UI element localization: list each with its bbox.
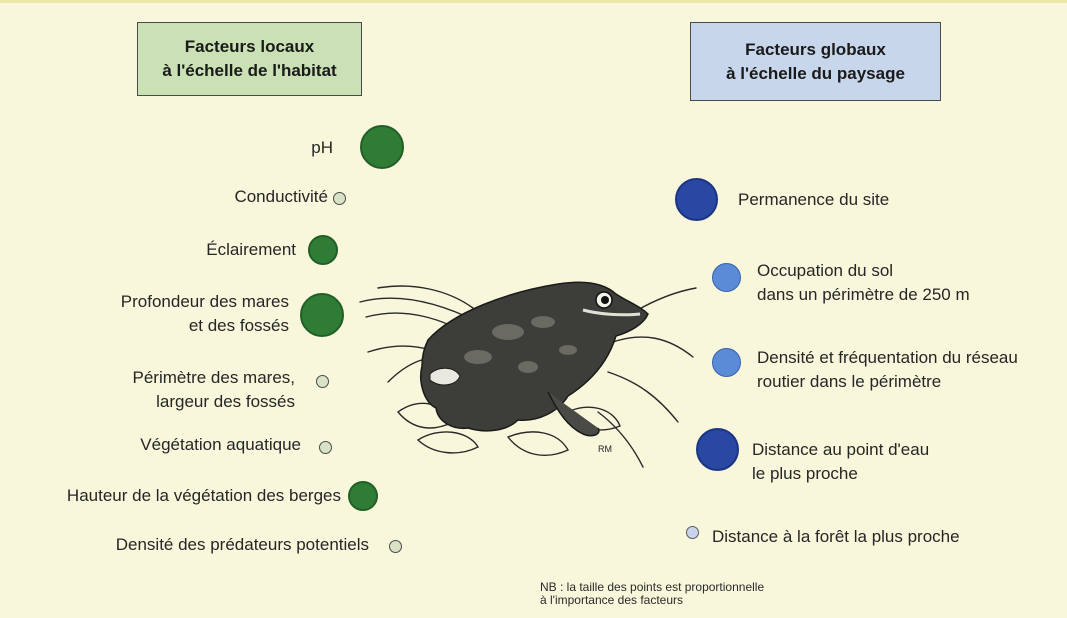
global-factor-label: Densité et fréquentation du réseau [757,346,1018,370]
importance-dot-large [696,428,739,471]
local-factor-label: Hauteur de la végétation des berges [67,484,341,508]
local-factor-label: largeur des fossés [133,390,296,414]
local-factor-conductivite: Conductivité [234,185,328,209]
importance-dot-large [360,125,404,169]
importance-dot-small [316,375,329,388]
importance-dot-small [333,192,346,205]
importance-dot-large [675,178,718,221]
global-factor-permanence: Permanence du site [738,188,889,212]
importance-dot-medium [712,348,741,377]
global-factor-label: Occupation du sol [757,259,970,283]
global-factor-label: dans un périmètre de 250 m [757,283,970,307]
global-factor-label: Distance à la forêt la plus proche [712,525,960,549]
global-factors-header: Facteurs globaux à l'échelle du paysage [690,22,941,101]
local-factor-label: Profondeur des mares [121,290,289,314]
global-factor-point-eau: Distance au point d'eau le plus proche [752,438,929,486]
footnote: NB : la taille des points est proportion… [540,581,764,607]
local-factor-label: Éclairement [206,238,296,262]
global-header-line1: Facteurs globaux [691,38,940,62]
footnote-line2: à l'importance des facteurs [540,594,764,607]
importance-dot-medium [348,481,378,511]
local-factor-label: Conductivité [234,185,328,209]
local-factor-densite-predateurs: Densité des prédateurs potentiels [116,533,369,557]
importance-dot-small [686,526,699,539]
importance-dot-medium [308,235,338,265]
local-factor-eclairement: Éclairement [206,238,296,262]
local-factor-label: Végétation aquatique [140,433,301,457]
local-factor-label: Périmètre des mares, [133,366,296,390]
local-factors-header: Facteurs locaux à l'échelle de l'habitat [137,22,362,96]
local-factor-profondeur: Profondeur des mares et des fossés [121,290,289,338]
global-factor-reseau-routier: Densité et fréquentation du réseau routi… [757,346,1018,394]
local-factor-ph: pH [311,136,333,160]
local-factor-label: et des fossés [121,314,289,338]
global-factor-label: Distance au point d'eau [752,438,929,462]
importance-dot-small [319,441,332,454]
local-factor-vegetation-aquatique: Végétation aquatique [140,433,301,457]
global-factor-label: Permanence du site [738,188,889,212]
global-factor-distance-foret: Distance à la forêt la plus proche [712,525,960,549]
global-factor-label: le plus proche [752,462,929,486]
frog-drawing-icon: RM [358,262,698,472]
svg-text:RM: RM [598,444,612,454]
local-header-line1: Facteurs locaux [138,35,361,59]
importance-dot-large [300,293,344,337]
local-factor-hauteur-vegetation: Hauteur de la végétation des berges [67,484,341,508]
local-factor-label: pH [311,136,333,160]
global-factor-occupation-sol: Occupation du sol dans un périmètre de 2… [757,259,970,307]
global-header-line2: à l'échelle du paysage [691,62,940,86]
importance-dot-medium [712,263,741,292]
local-factor-perimetre: Périmètre des mares, largeur des fossés [133,366,296,414]
local-factor-label: Densité des prédateurs potentiels [116,533,369,557]
importance-dot-small [389,540,402,553]
global-factor-label: routier dans le périmètre [757,370,1018,394]
local-header-line2: à l'échelle de l'habitat [138,59,361,83]
